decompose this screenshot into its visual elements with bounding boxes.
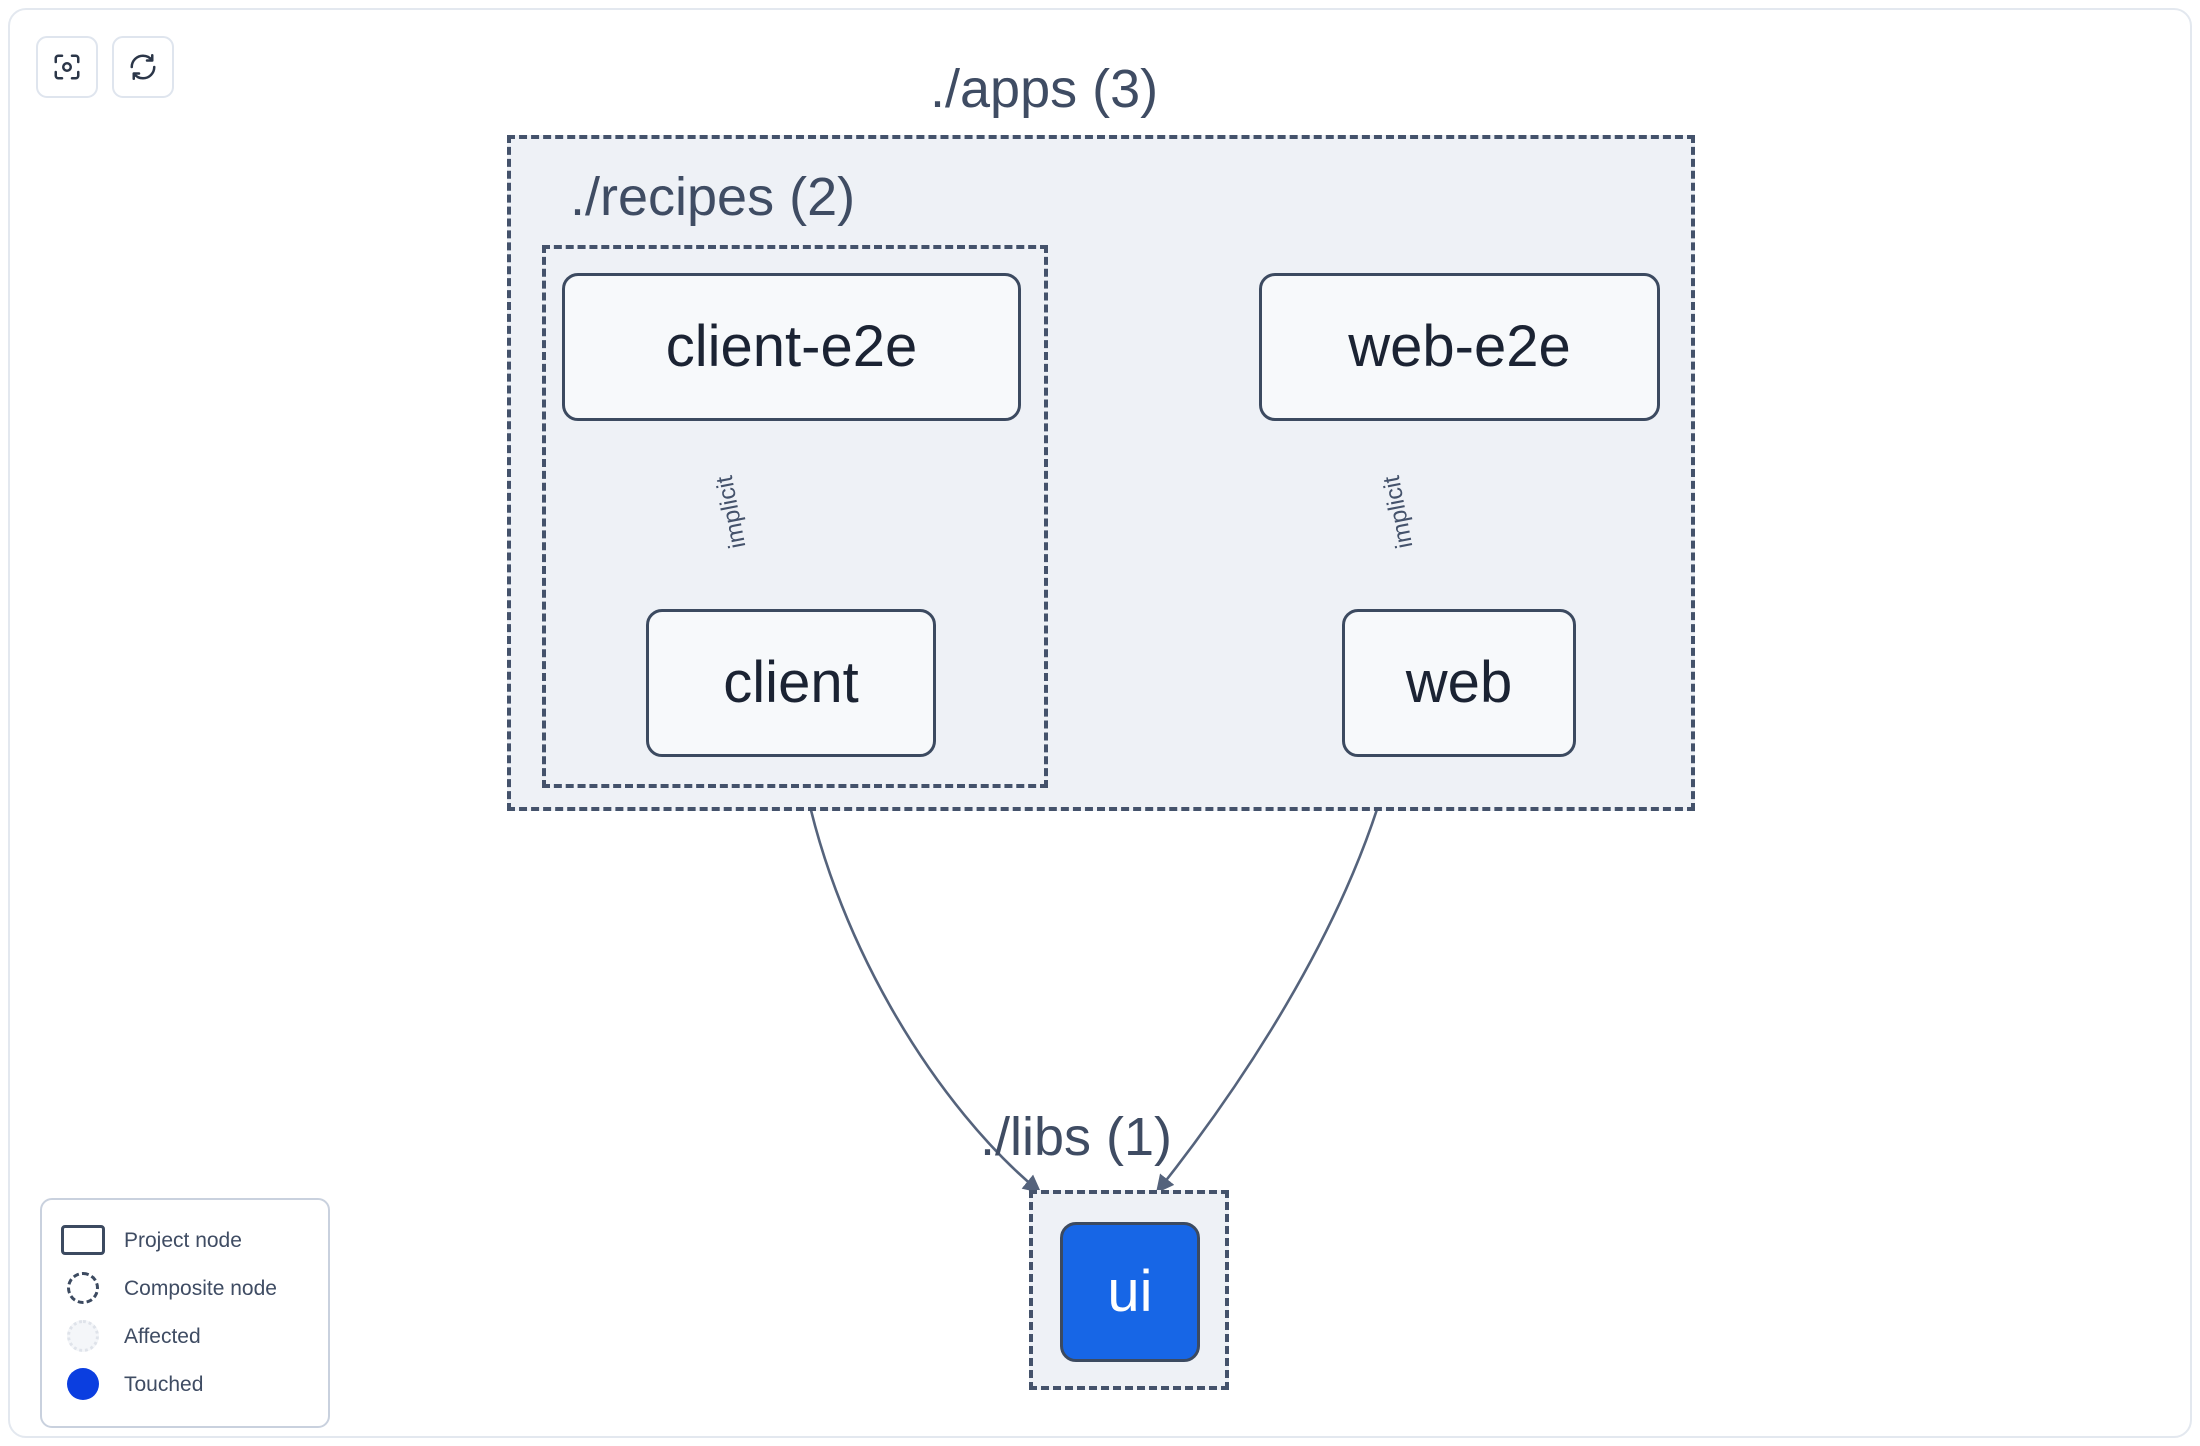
- group-label-apps: ./apps (3): [930, 59, 1159, 119]
- legend-item-composite-node: Composite node: [60, 1264, 310, 1312]
- refresh-graph-button[interactable]: [112, 36, 174, 98]
- legend-item-project-node: Project node: [60, 1216, 310, 1264]
- legend-label-project-node: Project node: [124, 1228, 242, 1252]
- affected-swatch: [60, 1319, 106, 1353]
- edge-web-to-ui: [1155, 756, 1394, 1194]
- composite-node-swatch: [60, 1271, 106, 1305]
- legend-item-affected: Affected: [60, 1312, 310, 1360]
- graph-legend: Project node Composite node Affected Tou…: [40, 1198, 330, 1428]
- legend-label-composite-node: Composite node: [124, 1276, 277, 1300]
- legend-label-affected: Affected: [124, 1324, 201, 1348]
- focus-graph-button[interactable]: [36, 36, 98, 98]
- graph-toolbar: [36, 36, 174, 98]
- touched-swatch: [60, 1367, 106, 1401]
- legend-label-touched: Touched: [124, 1372, 204, 1396]
- focus-scan-icon: [52, 52, 82, 82]
- project-node-ui[interactable]: ui: [1060, 1222, 1200, 1362]
- legend-item-touched: Touched: [60, 1360, 310, 1408]
- group-label-recipes: ./recipes (2): [570, 167, 856, 227]
- project-node-web[interactable]: web: [1342, 609, 1576, 757]
- project-node-client-e2e[interactable]: client-e2e: [562, 273, 1021, 421]
- refresh-sync-icon: [128, 52, 158, 82]
- project-node-web-e2e[interactable]: web-e2e: [1259, 273, 1660, 421]
- project-node-swatch: [60, 1223, 106, 1257]
- group-label-libs: ./libs (1): [980, 1107, 1173, 1167]
- project-node-client[interactable]: client: [646, 609, 936, 757]
